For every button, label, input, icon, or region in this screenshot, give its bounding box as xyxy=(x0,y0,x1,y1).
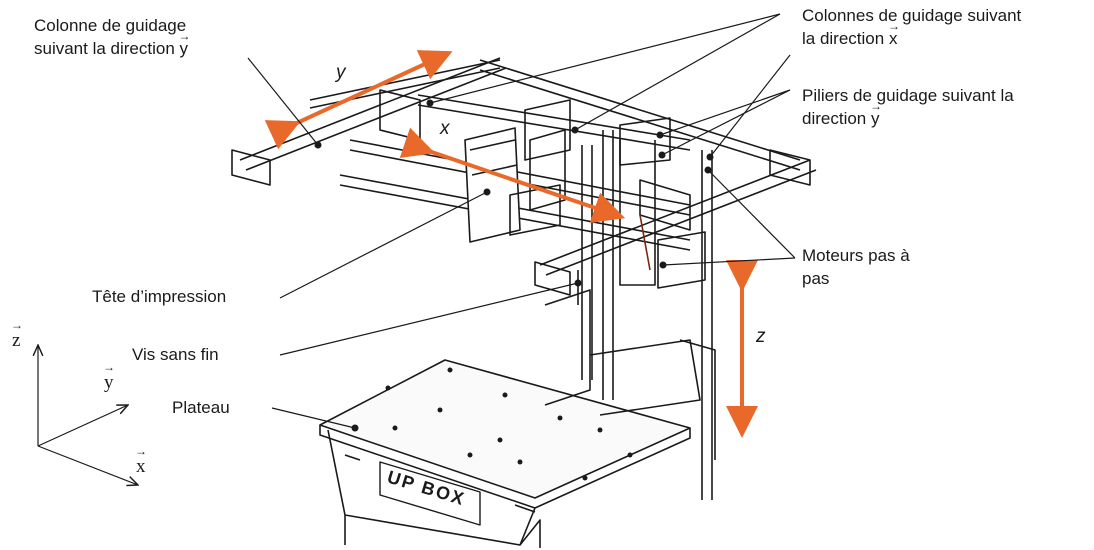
y-axis xyxy=(37,405,128,447)
motion-arrows xyxy=(264,50,758,438)
leader-lines xyxy=(247,13,796,429)
label-colonnes-x: Colonnes de guidage suivant la direction… xyxy=(802,4,1021,50)
label-colonne-y: Colonne de guidage suivant la direction … xyxy=(34,14,190,60)
axis-letter-y: y xyxy=(336,62,346,83)
ref-vector-x: x xyxy=(135,444,146,478)
reference-frame xyxy=(38,345,138,485)
ref-vector-y: y xyxy=(103,360,114,394)
y-motion-arrow xyxy=(264,50,453,150)
label-moteurs: Moteurs pas à pas xyxy=(802,246,910,288)
axis-letter-x: x xyxy=(440,118,450,139)
label-tete-impression: Tête d’impression xyxy=(92,287,227,306)
ref-vector-z: z xyxy=(11,318,24,352)
label-vis-sans-fin: Vis sans fin xyxy=(132,345,219,364)
printer-outline xyxy=(231,57,817,548)
label-plateau: Plateau xyxy=(172,398,230,417)
label-piliers-y: Piliers de guidage suivant la direction … xyxy=(802,84,1014,130)
leader-dots xyxy=(314,99,714,432)
x-motion-arrow xyxy=(399,127,626,223)
x-axis xyxy=(37,445,138,485)
axis-letter-z: z xyxy=(756,326,766,347)
